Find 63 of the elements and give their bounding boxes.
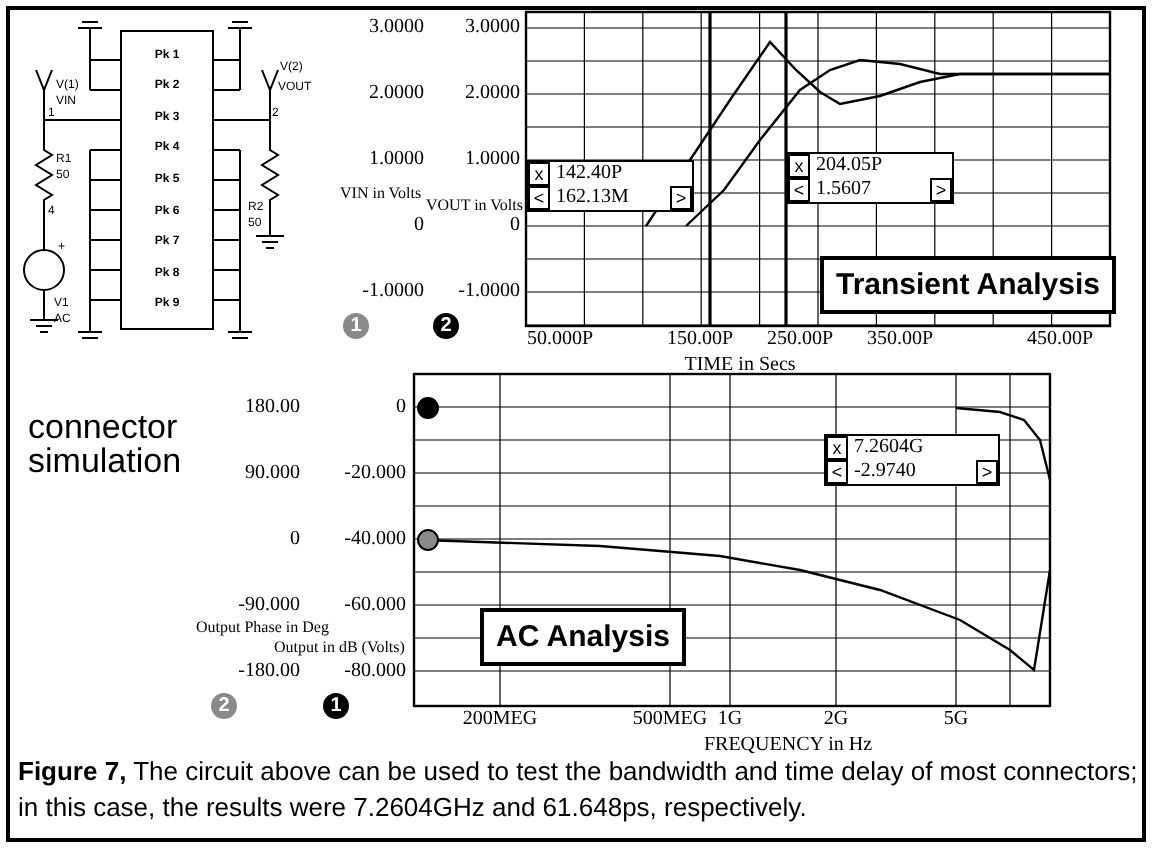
axis-tick-label: 2.0000 [465,84,520,104]
cursor-button: x [788,154,810,178]
analysis-title: AC Analysis [480,608,686,666]
trace-number: 1 [343,313,369,339]
axis-tick-label: 0 [510,216,520,236]
axis-tick-label: 90.000 [245,464,300,484]
readout-value: 7.2604G [852,436,926,460]
readout-value: 162.13M [554,186,631,210]
readout-value: -2.9740 [852,460,918,484]
readout-value: 204.05P [814,154,885,178]
axis-tick-label: 1.0000 [369,150,424,170]
axis-tick-label: -180.00 [238,662,300,682]
readout-value: 1.5607 [814,178,873,202]
axis-tick-label: -1.0000 [458,282,520,302]
axis-tick-label: 2G [823,710,849,730]
axis-tick-label: 1G [717,710,743,730]
axis-title: Output in dB (Volts) [274,640,405,656]
trace-number: 2 [433,313,459,339]
panel-title: connector simulation [28,410,184,478]
cursor-button: > [976,460,998,484]
axis-tick-label: -1.0000 [362,282,424,302]
cursor-readout [526,160,694,212]
axis-tick-label: 3.0000 [369,18,424,38]
axis-title: Output Phase in Deg [196,620,329,636]
axis-tick-label: 0 [414,216,424,236]
cursor-button: > [670,186,692,210]
cursor-button: x [528,162,550,186]
axis-tick-label: 180.00 [245,398,300,418]
axis-title: VOUT in Volts [426,198,523,214]
axis-tick-label: 2.0000 [369,84,424,104]
axis-tick-label: 3.0000 [465,18,520,38]
cursor-button: < [826,460,848,484]
trace-number: 1 [323,693,349,719]
axis-tick-label: 200MEG [462,710,538,730]
axis-tick-label: -60.000 [344,596,406,616]
axis-tick-label: 1.0000 [465,150,520,170]
axis-tick-label: TIME in Secs [684,356,796,376]
cursor-button: < [788,178,810,202]
readout-value: 142.40P [554,162,625,186]
axis-tick-label: -80.000 [344,662,406,682]
axis-tick-label: -40.000 [344,530,406,550]
cursor-readout [786,152,954,204]
axis-tick-label: -20.000 [344,464,406,484]
axis-tick-label: 0 [396,398,406,418]
axis-tick-label: -90.000 [238,596,300,616]
figure-caption: Figure 7, The circuit above can be used to test the bandwidth and time delay of most connectors; in this case, the results were 7.2604GHz and 61.648ps, respectively. [18,754,1138,825]
axis-tick-label: 150.00P [666,330,734,350]
cursor-readout [824,434,1000,486]
cursor-button: > [930,178,952,202]
trace-number: 2 [211,693,237,719]
cursor-button: < [528,186,550,210]
connector-block [120,30,214,330]
axis-tick-label: 5G [943,710,969,730]
axis-tick-label: 350.00P [866,330,934,350]
axis-tick-label: 0 [290,530,300,550]
axis-tick-label: FREQUENCY in Hz [703,736,873,756]
axis-title: VIN in Volts [340,186,422,202]
analysis-title: Transient Analysis [820,256,1116,314]
axis-tick-label: 450.00P [1026,330,1094,350]
axis-tick-label: 50.000P [526,330,594,350]
cursor-button: x [826,436,848,460]
axis-tick-label: 250.00P [766,330,834,350]
axis-tick-label: 500MEG [632,710,708,730]
